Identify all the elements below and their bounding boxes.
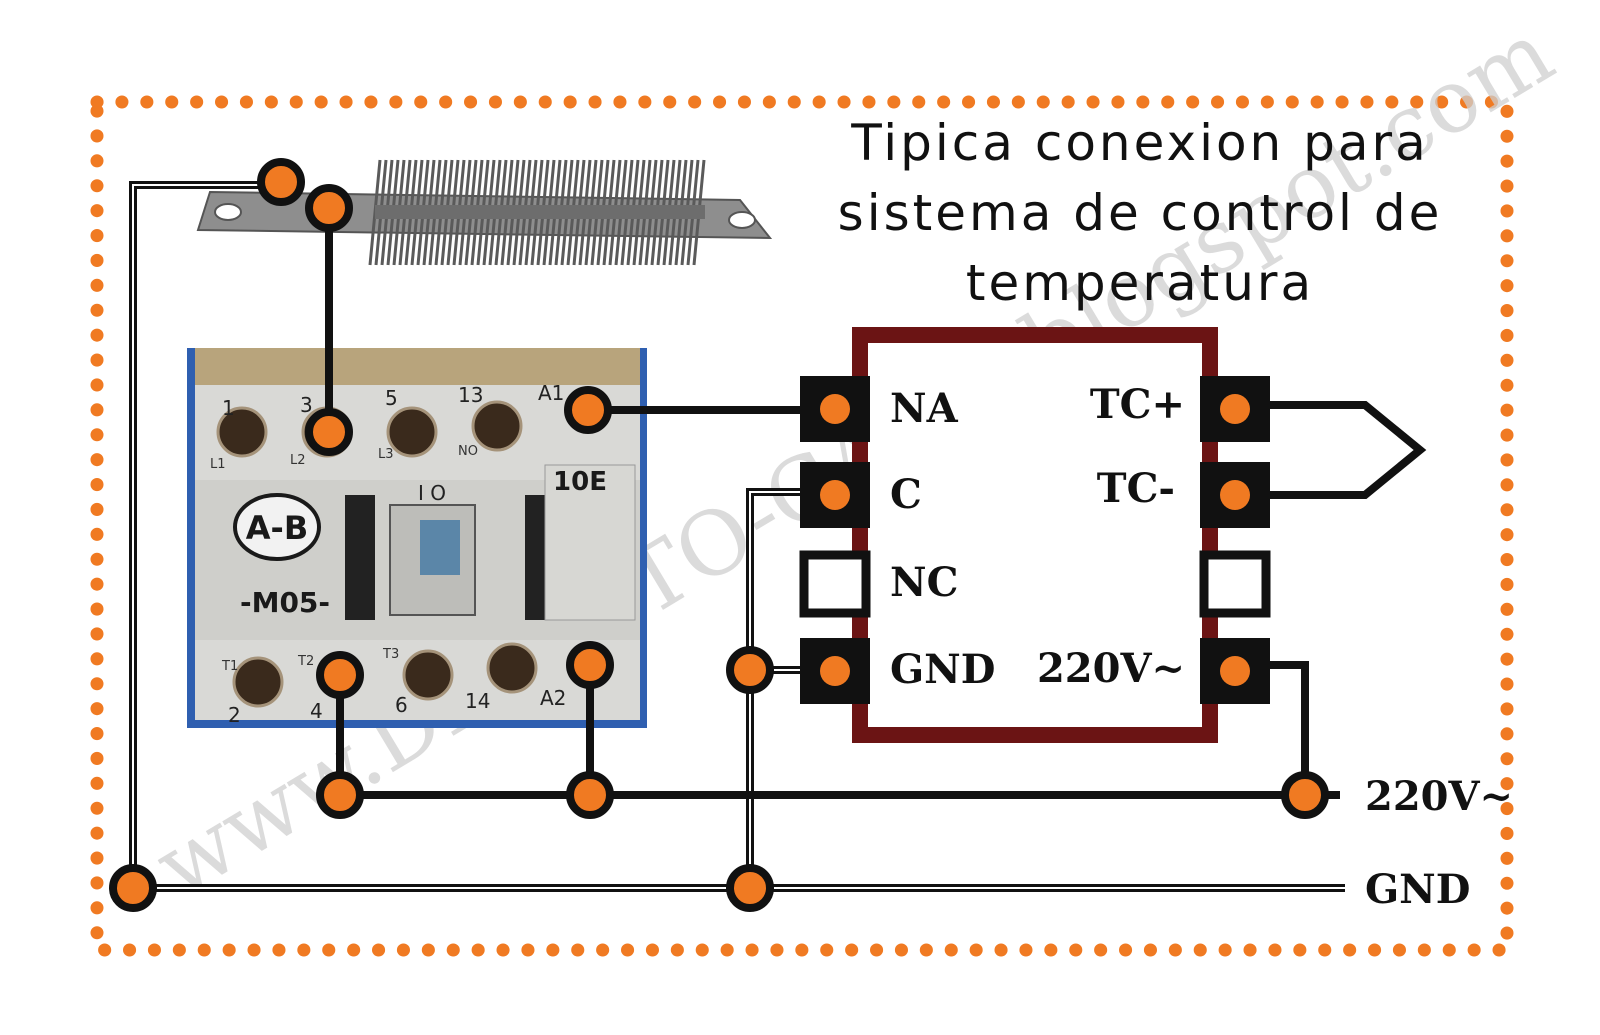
- pin-spare-box: [1199, 550, 1271, 618]
- dot-pin-c: [820, 480, 850, 510]
- top-number-1: 1: [222, 396, 235, 420]
- pin-nc-box: [799, 550, 871, 618]
- power-bus-label: 220V~: [1365, 773, 1513, 820]
- dot-power-t2: [316, 771, 364, 819]
- bottom-label-3: T3: [382, 647, 399, 662]
- dot-contactor-a1: [564, 386, 612, 434]
- top-number-4: 13: [458, 383, 483, 407]
- dot-pin-220: [1220, 656, 1250, 686]
- label-nc: NC: [890, 559, 958, 606]
- top-number-3: 5: [385, 386, 398, 410]
- controller-box: [852, 327, 1218, 743]
- dot-heater-terminal-1: [257, 158, 305, 206]
- label-tcplus: TC+: [1090, 381, 1185, 428]
- dot-gnd-junction: [726, 646, 774, 694]
- dot-contactor-a2: [566, 641, 614, 689]
- screw-bottom-1: [232, 656, 284, 708]
- bottom-number-1: 2: [228, 703, 241, 727]
- screw-top-4: [471, 400, 523, 452]
- dot-power-controller: [1281, 771, 1329, 819]
- brand-logo: [233, 493, 321, 561]
- label-na: NA: [890, 385, 959, 432]
- screw-bottom-3: [402, 649, 454, 701]
- title-line-1: Tipica conexion para: [850, 114, 1428, 172]
- dot-heater-terminal-2: [305, 184, 353, 232]
- dot-pin-tcplus: [1220, 394, 1250, 424]
- heater-mount-hole-right: [728, 211, 756, 229]
- label-220v: 220V~: [1037, 645, 1185, 692]
- heater-rod: [375, 205, 705, 219]
- dot-pin-tcminus: [1220, 480, 1250, 510]
- dot-pin-na: [820, 394, 850, 424]
- screw-bottom-4: [486, 642, 538, 694]
- top-number-2: 3: [300, 393, 313, 417]
- label-gnd: GND: [890, 646, 995, 693]
- dot-ground-left: [109, 864, 157, 912]
- top-label-4: NO: [458, 444, 478, 459]
- bottom-number-3: 6: [395, 693, 408, 717]
- dot-ground-controller: [726, 864, 774, 912]
- brand-logo-text: A-B: [246, 509, 308, 547]
- bottom-number-4: 14: [465, 689, 490, 713]
- heater-ground-wire-inner: [132, 184, 281, 888]
- label-tcminus: TC-: [1097, 465, 1175, 512]
- thermocouple-wire: [1240, 401, 1427, 499]
- top-label-1: L1: [210, 457, 226, 472]
- bottom-number-5: A2: [540, 686, 566, 710]
- contactor: A-B -M05- 10E I O 1 3 5 13 A1 L1 L2 L3 N…: [187, 348, 647, 728]
- ground-bus-label: GND: [1365, 866, 1470, 913]
- bottom-label-1: T1: [221, 659, 238, 674]
- switch-text: I O: [418, 481, 446, 505]
- contactor-top-strip: [195, 348, 640, 390]
- dot-contactor-l2: [305, 408, 353, 456]
- bottom-number-2: 4: [310, 699, 323, 723]
- title-line-3: temperatura: [966, 254, 1314, 312]
- dot-pin-gnd: [820, 656, 850, 686]
- contactor-aux-block: [544, 464, 636, 621]
- screw-top-1: [216, 406, 268, 458]
- aux-text: 10E: [553, 467, 607, 497]
- top-label-2: L2: [290, 453, 306, 468]
- bottom-label-2: T2: [297, 654, 314, 669]
- dotted-frame: [90, 95, 1514, 957]
- dot-contactor-t2: [316, 651, 364, 699]
- connection-dots: [109, 158, 1329, 912]
- screw-top-3: [386, 406, 438, 458]
- contactor-window-left: [345, 495, 375, 620]
- top-label-3: L3: [378, 447, 394, 462]
- heater-mount-hole-left: [214, 203, 242, 221]
- contactor-switch: [420, 520, 460, 575]
- model-text: -M05-: [240, 586, 330, 619]
- title-line-2: sistema de control de: [838, 184, 1443, 242]
- top-number-5: A1: [538, 381, 564, 405]
- label-c: C: [890, 471, 922, 518]
- dot-power-a2: [566, 771, 614, 819]
